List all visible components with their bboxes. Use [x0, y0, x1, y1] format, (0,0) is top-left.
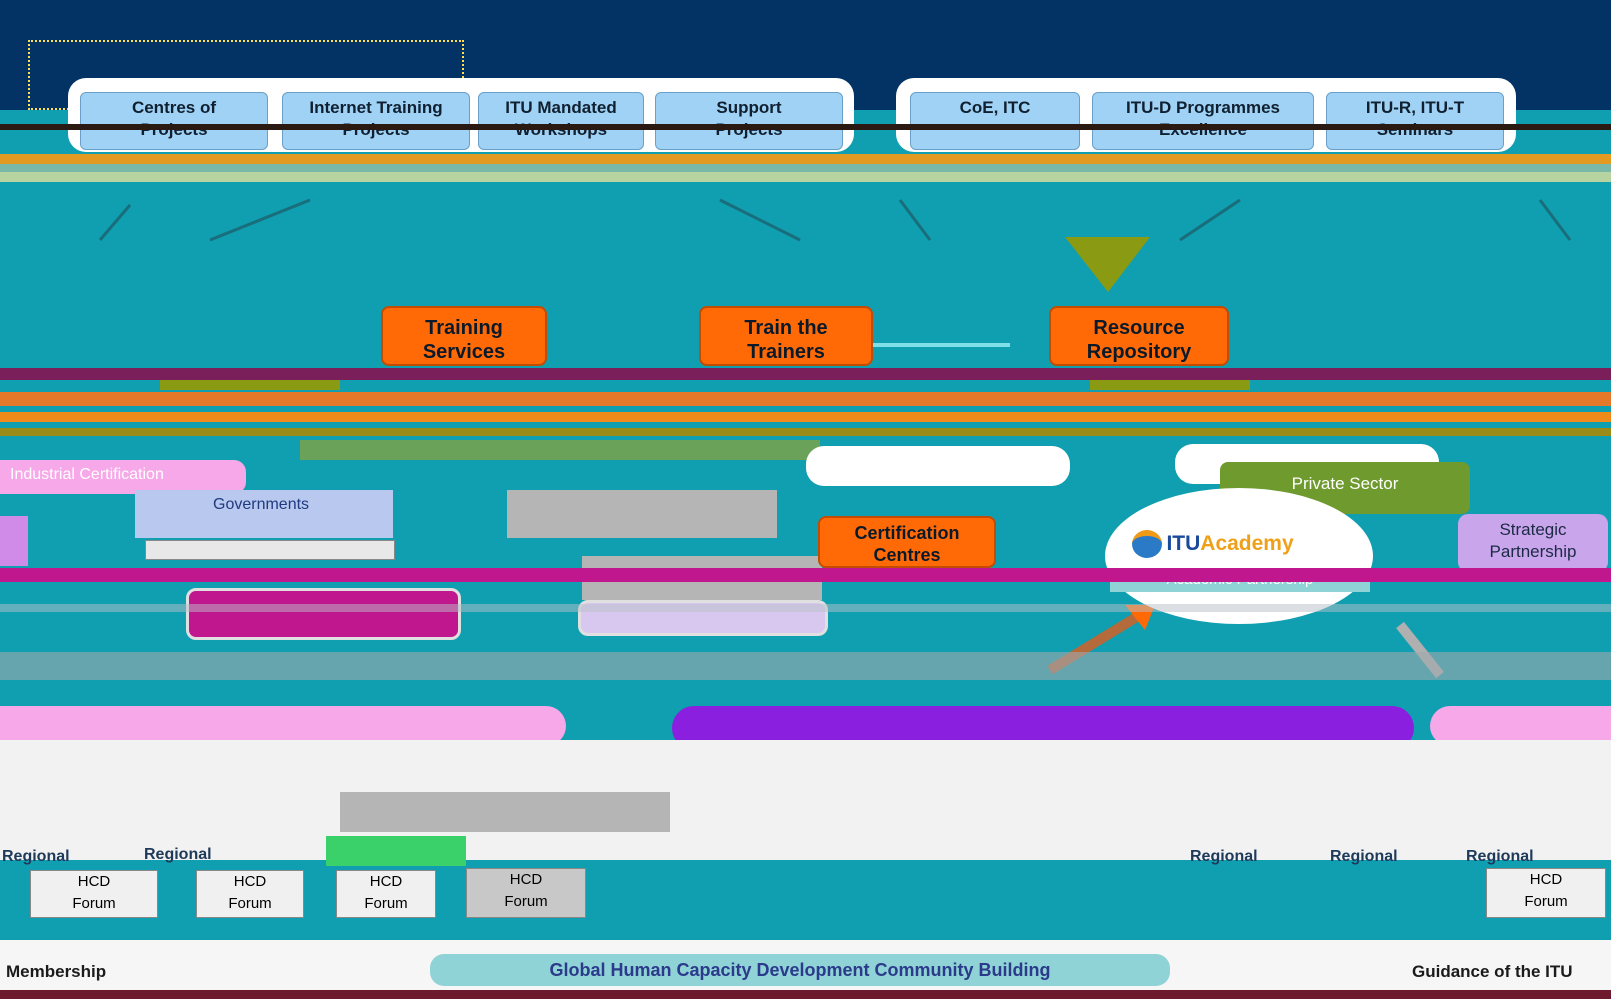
mid-olive-bar-left	[160, 380, 340, 390]
regional-label-1: Regional	[2, 848, 70, 865]
private-sector-label: Private Sector	[1291, 474, 1399, 493]
stripe-4	[0, 172, 1611, 182]
connector-line-4	[898, 199, 932, 241]
top-box-internet-line1: Internet Training	[309, 98, 443, 117]
certification-centres-box: Certification Centres	[818, 516, 996, 568]
regional-label-5: Regional	[1466, 848, 1534, 865]
membership-label: Membership	[6, 962, 107, 981]
connector-line-5	[1179, 198, 1241, 242]
top-box-itu-mandated: ITU Mandated Workshops	[478, 92, 644, 150]
lower-green-patch	[326, 836, 466, 866]
itu-academy-swoosh-icon	[1132, 530, 1162, 558]
top-box-coe-line1: CoE, ITC	[959, 98, 1031, 117]
training-services-line1: Training	[425, 317, 503, 339]
mid-stripe-5	[300, 440, 820, 460]
hcd-forum-box-4: HCD Forum	[466, 868, 586, 918]
hcd-forum-box-1: HCD Forum	[30, 870, 158, 918]
itu-academy-logo: ITUAcademy	[1132, 530, 1372, 564]
top-box-mandated-line1: ITU Mandated	[505, 98, 617, 117]
training-services-line2: Services	[422, 341, 506, 363]
mid-olive-bar-right	[1090, 380, 1250, 390]
hcd-forum-box-3: HCD Forum	[336, 870, 436, 918]
regional-label-4: Regional	[1330, 848, 1398, 865]
mid-stripe-2	[0, 392, 1611, 406]
governments-box: Governments	[135, 490, 393, 538]
guidance-label: Guidance of the ITU	[1412, 962, 1573, 981]
resource-repository-box: Resource Repository	[1049, 306, 1229, 366]
hcd-forum-3-top: HCD	[369, 873, 403, 890]
hcd-forum-1-top: HCD	[77, 873, 111, 890]
hcd-forum-5-top: HCD	[1529, 871, 1563, 888]
hcd-forum-4-bottom: Forum	[504, 893, 548, 910]
global-hcd-band: Global Human Capacity Development Commun…	[430, 954, 1170, 986]
train-the-trainers-box: Train the Trainers	[699, 306, 873, 366]
regional-label-2: Regional	[144, 846, 212, 863]
certification-line2: Centres	[873, 545, 941, 565]
governments-label: Governments	[213, 496, 310, 513]
hcd-forum-3-bottom: Forum	[364, 895, 408, 912]
governments-sub-box	[145, 540, 395, 560]
grey-stripe-2	[0, 652, 1611, 680]
lower-white-band	[0, 740, 1611, 860]
hcd-forum-2-bottom: Forum	[228, 895, 272, 912]
stripe-2	[0, 154, 1611, 164]
top-box-coe-itc: CoE, ITC	[910, 92, 1080, 150]
mid-grey-box-1	[507, 490, 777, 538]
stripe-3	[0, 164, 1611, 172]
industrial-certification-box: Industrial Certification	[0, 460, 246, 494]
certification-line1: Certification	[854, 523, 960, 543]
top-box-centres-line1: Centres of	[131, 98, 217, 117]
hcd-forum-box-5: HCD Forum	[1486, 868, 1606, 918]
hcd-forum-1-bottom: Forum	[72, 895, 116, 912]
bottom-maroon-strip	[0, 990, 1611, 999]
hcd-forum-4-top: HCD	[509, 871, 543, 888]
mid-stripe-1	[0, 368, 1611, 380]
hcd-forum-5-bottom: Forum	[1524, 893, 1568, 910]
triangle-arrow	[1065, 237, 1150, 292]
top-box-support-line1: Support	[716, 98, 782, 117]
mid-stripe-3	[0, 412, 1611, 422]
resource-repository-line1: Resource	[1093, 317, 1185, 339]
connector-line-1	[98, 204, 132, 241]
regional-label-3: Regional	[1190, 848, 1258, 865]
training-services-box: Training Services	[381, 306, 547, 366]
mid-stripe-4	[0, 428, 1611, 436]
itu-academy-logo-academy: Academy	[1200, 532, 1294, 555]
itu-academy-logo-itu: ITU	[1166, 532, 1201, 555]
pink-panel-left	[0, 706, 566, 746]
strategic-partnership-box: Strategic Partnership	[1458, 514, 1608, 572]
top-box-support: Support Projects	[655, 92, 843, 150]
pink-panel-right	[1430, 706, 1611, 746]
industrial-certification-label: Industrial Certification	[10, 466, 164, 483]
mid-pill-left	[806, 446, 1070, 486]
resource-repository-line2: Repository	[1086, 341, 1192, 363]
left-pink-block	[0, 516, 28, 566]
global-hcd-label: Global Human Capacity Development Commun…	[549, 960, 1051, 980]
mag-stripe	[0, 568, 1611, 582]
connector-line-6	[1538, 199, 1572, 241]
strategic-line2: Partnership	[1489, 542, 1577, 561]
grey-stripe-1	[0, 604, 1611, 612]
lower-grey-box-1	[340, 792, 670, 832]
stripe-1	[0, 124, 1611, 130]
train-trainers-line1: Train the	[744, 317, 828, 339]
train-trainers-line2: Trainers	[747, 341, 825, 363]
hcd-forum-box-2: HCD Forum	[196, 870, 304, 918]
connector-line-2	[209, 198, 311, 242]
connector-line-3	[719, 198, 801, 242]
hcd-forum-2-top: HCD	[233, 873, 267, 890]
magenta-block	[186, 588, 461, 640]
strategic-line1: Strategic	[1499, 520, 1567, 539]
top-box-itur-line1: ITU-R, ITU-T	[1365, 98, 1465, 117]
top-box-itud-line1: ITU-D Programmes	[1126, 98, 1280, 117]
